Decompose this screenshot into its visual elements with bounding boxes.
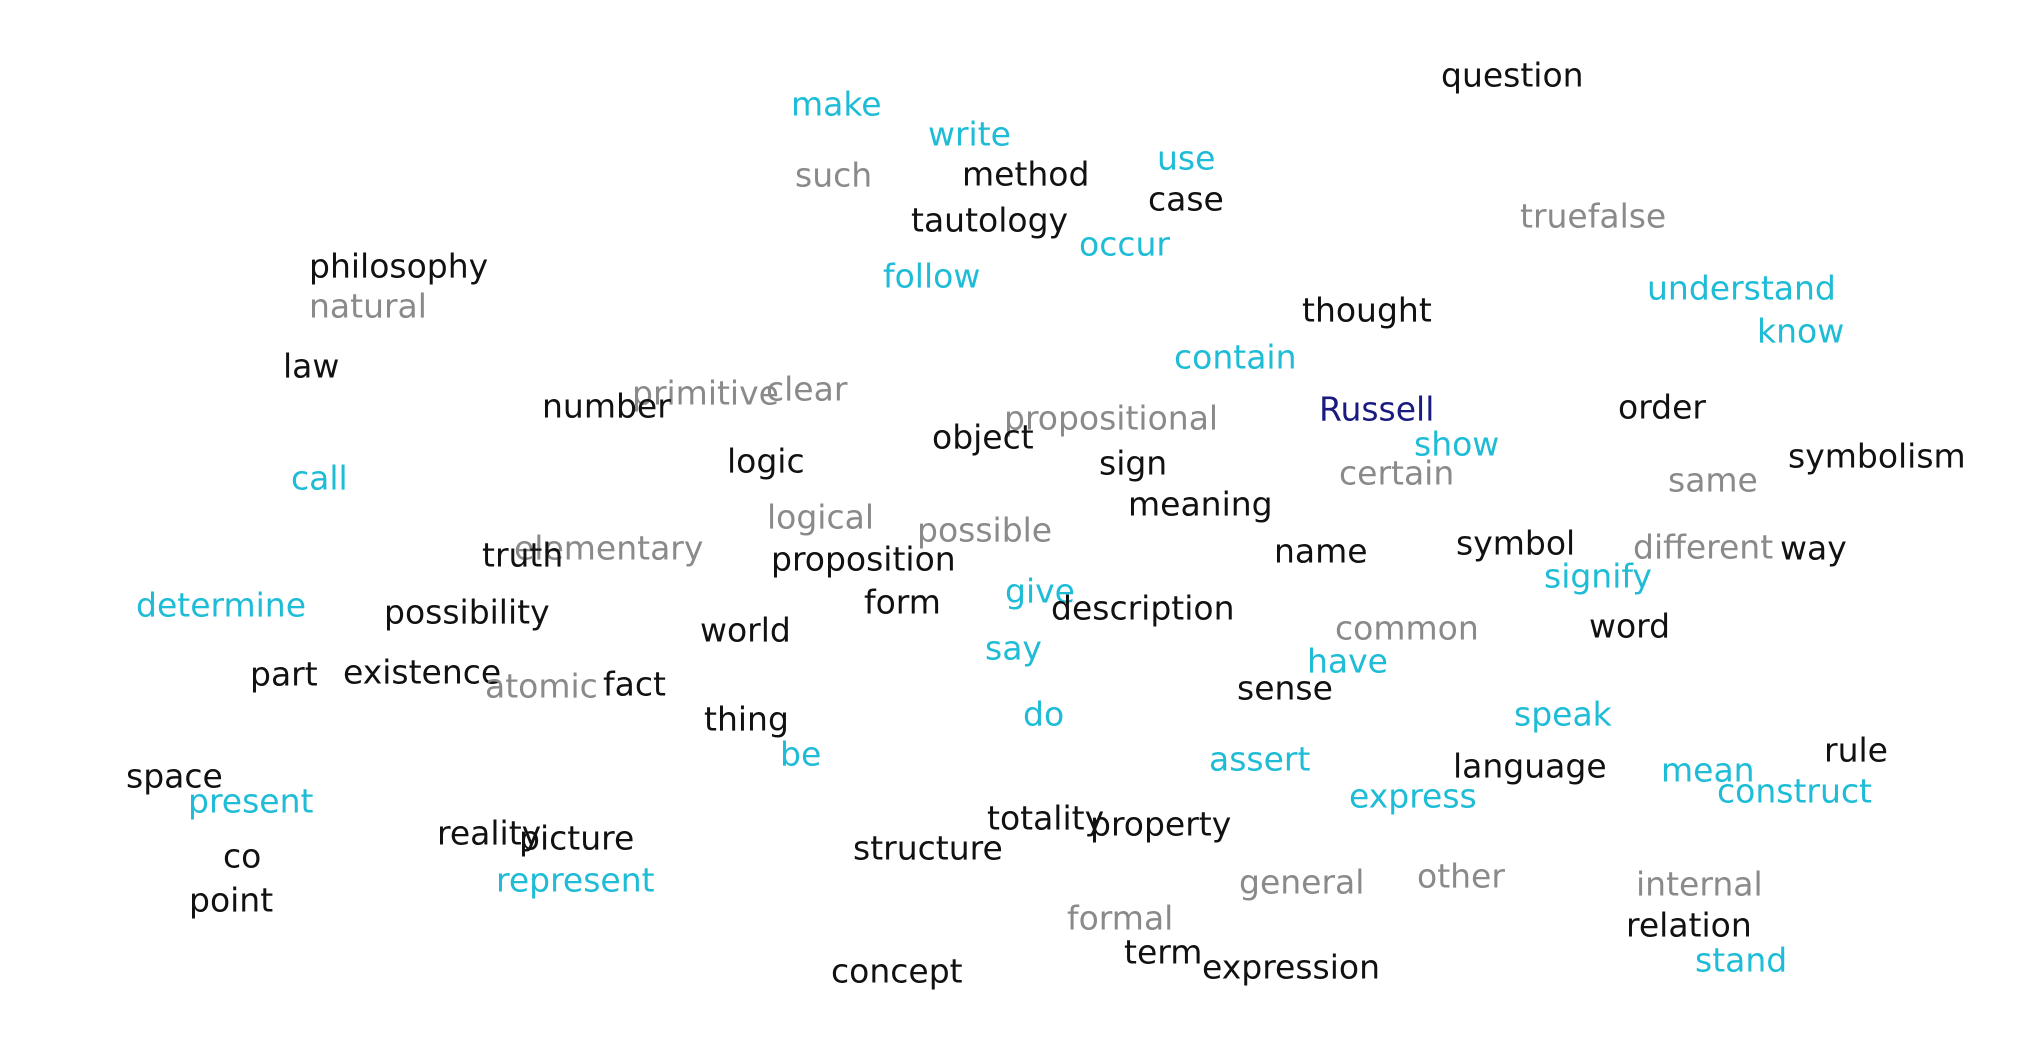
word-co: co [223,836,262,876]
word-have: have [1307,641,1388,681]
word-term: term [1124,932,1203,972]
word-part: part [250,654,318,694]
word-speak: speak [1514,694,1612,734]
word-make: make [791,84,882,124]
word-certain: certain [1339,453,1455,493]
word-give: give [1005,571,1075,611]
word-structure: structure [853,828,1003,868]
word-concept: concept [831,951,963,991]
word-property: property [1090,804,1232,844]
word-show: show [1414,424,1500,464]
word-primitive: primitive [632,373,779,413]
word-propositional: propositional [1004,398,1219,438]
word-form: form [864,582,941,622]
word-natural: natural [309,286,427,326]
word-contain: contain [1174,337,1297,377]
word-truefalse: truefalse [1520,196,1667,236]
word-write: write [928,114,1011,154]
word-logical: logical [767,497,875,537]
word-use: use [1157,138,1216,178]
word-existence: existence [343,652,502,692]
word-number: number [542,386,671,426]
word-order: order [1618,387,1706,427]
word-relation: relation [1626,905,1752,945]
word-expression: expression [1202,947,1381,987]
word-case: case [1148,179,1224,219]
word-same: same [1668,460,1758,500]
word-internal: internal [1636,864,1763,904]
word-express: express [1349,776,1477,816]
word-symbolism: symbolism [1788,436,1966,476]
word-call: call [291,458,348,498]
word-space: space [126,756,223,796]
word-rule: rule [1824,730,1888,770]
word-different: different [1633,527,1774,567]
word-possibility: possibility [384,592,550,632]
word-philosophy: philosophy [309,246,489,286]
word-follow: follow [883,256,981,296]
word-truth: truth [482,535,564,575]
word-question: question [1441,55,1584,95]
word-construct: construct [1717,771,1872,811]
word-say: say [985,628,1042,668]
word-elementary: elementary [514,528,704,568]
word-description: description [1051,588,1235,628]
word-meaning: meaning [1128,484,1273,524]
word-occur: occur [1079,224,1170,264]
word-determine: determine [136,585,307,625]
word-formal: formal [1067,898,1174,938]
word-thing: thing [704,699,789,739]
word-proposition: proposition [771,539,956,579]
word-sign: sign [1099,443,1168,483]
word-name: name [1274,531,1368,571]
word-atomic: atomic [485,666,598,706]
word-totality: totality [987,798,1105,838]
word-general: general [1239,862,1365,902]
word-sense: sense [1237,668,1333,708]
word-know: know [1757,311,1845,351]
word-assert: assert [1209,739,1311,779]
word-stand: stand [1695,940,1788,980]
word-such: such [795,155,873,195]
word-possible: possible [917,510,1053,550]
word-clear: clear [766,369,848,409]
word-law: law [283,346,340,386]
word-mean: mean [1661,750,1755,790]
word-world: world [700,610,791,650]
word-be: be [780,734,822,774]
word-russell: Russell [1319,389,1435,429]
word-logic: logic [727,441,805,481]
word-other: other [1417,856,1505,896]
word-symbol: symbol [1456,523,1576,563]
word-fact: fact [603,664,666,704]
word-word: word [1589,606,1671,646]
word-signify: signify [1544,556,1652,596]
word-method: method [962,154,1090,194]
word-picture: picture [519,818,635,858]
word-thought: thought [1302,290,1432,330]
word-represent: represent [496,860,655,900]
word-common: common [1335,608,1479,648]
word-do: do [1023,694,1065,734]
word-object: object [932,417,1034,457]
word-point: point [189,880,274,920]
word-language: language [1453,746,1607,786]
word-way: way [1780,528,1847,568]
word-present: present [188,781,314,821]
word-reality: reality [437,813,542,853]
word-tautology: tautology [911,200,1069,240]
word-understand: understand [1647,268,1836,308]
